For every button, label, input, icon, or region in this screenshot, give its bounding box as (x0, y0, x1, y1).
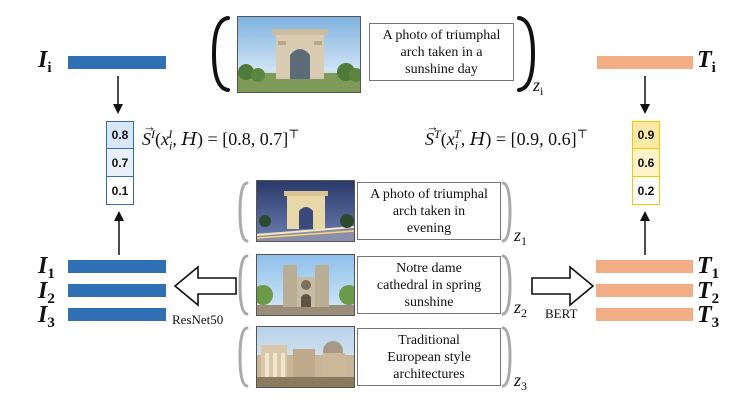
image-down-arrow (113, 76, 123, 114)
candidate-2-open-bracket (238, 254, 249, 316)
text-feature-label-top: Ti (697, 47, 716, 76)
bert-hollow-arrow (531, 265, 595, 307)
text-feature-label-1: T1 (697, 253, 720, 282)
candidate-3-caption: Traditional European style architectures (357, 328, 501, 386)
candidate-1-caption: A photo of triumphal arch taken in eveni… (357, 182, 501, 240)
text-score-1: 0.9 (633, 122, 659, 149)
image-feature-bar-1 (68, 260, 166, 273)
candidate-1-photo-arch-evening (256, 180, 355, 242)
query-photo-arch-sunshine (237, 16, 361, 93)
image-feature-label-1: I1 (38, 253, 55, 282)
image-feature-bar-2 (68, 284, 166, 297)
text-feature-bar-1 (596, 260, 693, 273)
image-score-2: 0.7 (107, 149, 133, 177)
candidate-3-open-bracket (238, 326, 249, 388)
text-feature-label-3: T3 (697, 302, 720, 331)
text-score-column: 0.9 0.6 0.2 (632, 121, 660, 205)
candidate-3-close-bracket (501, 326, 512, 388)
image-feature-label-top: Ii (38, 47, 52, 76)
text-down-arrow (640, 76, 650, 114)
image-up-arrow (114, 211, 124, 255)
text-similarity-formula: →ST(xiT, H) = [0.9, 0.6]⊤ (425, 119, 588, 153)
candidate-2-close-bracket (501, 254, 512, 316)
image-similarity-formula: →SI(xiI, H) = [0.8, 0.7]⊤ (142, 119, 300, 153)
candidate-1-open-bracket (238, 181, 249, 243)
image-feature-bar-top (68, 56, 166, 69)
text-encoder-label: BERT (545, 306, 578, 321)
text-feature-bar-2 (596, 284, 693, 297)
resnet-hollow-arrow (173, 265, 237, 307)
text-feature-bar-top (597, 56, 693, 69)
candidate-3-z-label: z3 (514, 370, 528, 393)
image-feature-bar-3 (68, 308, 166, 321)
image-encoder-label: ResNet50 (172, 312, 224, 327)
query-open-bracket (211, 16, 230, 92)
candidate-2-z-label: z2 (514, 297, 528, 320)
text-feature-bar-3 (596, 308, 693, 321)
image-score-3: 0.1 (107, 177, 133, 204)
image-feature-label-3: I3 (38, 302, 55, 331)
candidate-2-photo-notre-dame (256, 254, 355, 316)
candidate-3-photo-european-architecture (256, 326, 355, 388)
text-up-arrow (640, 211, 650, 255)
query-z-label: zi (533, 75, 544, 98)
candidate-1-close-bracket (501, 181, 512, 243)
text-feature-label-2: T2 (697, 278, 720, 307)
image-feature-label-2: I2 (38, 278, 55, 307)
text-score-3: 0.2 (633, 177, 659, 204)
query-caption: A photo of triumphal arch taken in a sun… (369, 23, 514, 81)
text-score-2: 0.6 (633, 149, 659, 177)
query-close-bracket (517, 16, 536, 92)
candidate-1-z-label: z1 (514, 225, 528, 248)
image-score-1: 0.8 (107, 122, 133, 149)
image-score-column: 0.8 0.7 0.1 (106, 121, 134, 205)
candidate-2-caption: Notre dame cathedral in spring sunshine (357, 256, 501, 314)
